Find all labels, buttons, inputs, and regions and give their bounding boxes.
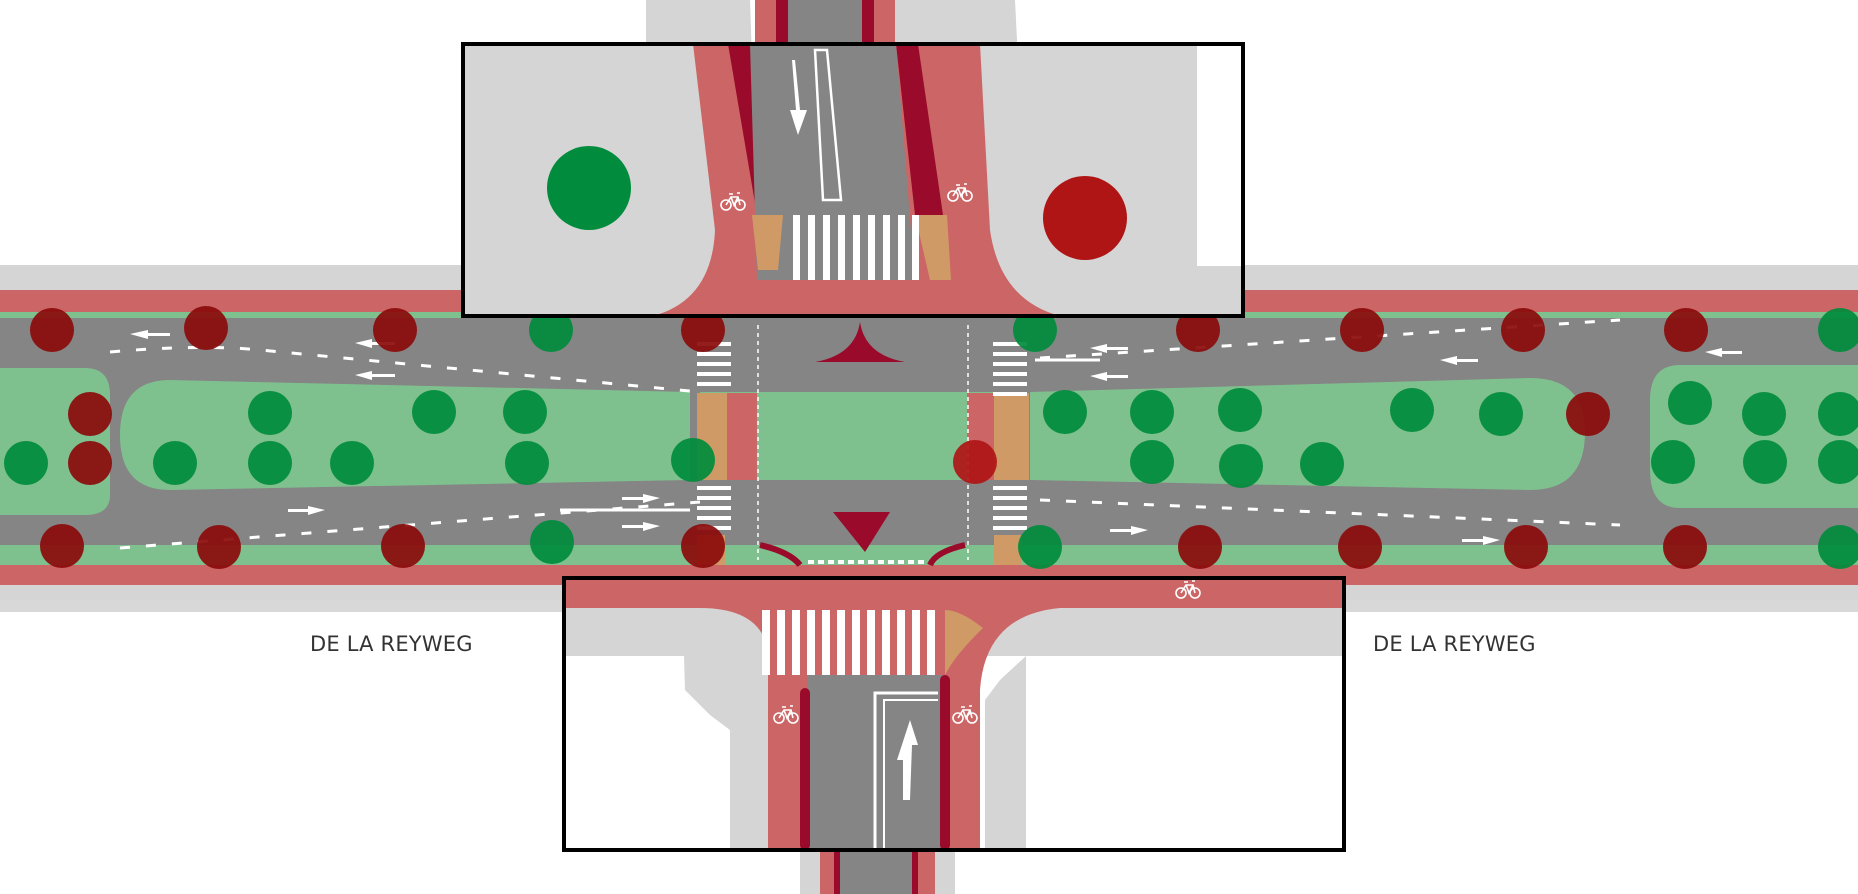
island-south xyxy=(833,512,890,552)
street-label-left: DE LA REYWEG xyxy=(310,632,473,656)
tree-icon xyxy=(1742,392,1786,436)
tree-icon xyxy=(1566,392,1610,436)
lane-markings xyxy=(109,318,1621,560)
tree-icon xyxy=(1743,440,1787,484)
tree-icon xyxy=(681,524,725,568)
tree-icon xyxy=(153,441,197,485)
tree-icon xyxy=(1340,308,1384,352)
tree-icon xyxy=(1651,440,1695,484)
tree-icon xyxy=(1818,525,1858,569)
zebra-ne xyxy=(993,342,1027,396)
tree-icon xyxy=(412,390,456,434)
tree-icon xyxy=(1043,390,1087,434)
tree-icon xyxy=(248,441,292,485)
tree-icon xyxy=(1664,308,1708,352)
tree-icon xyxy=(30,308,74,352)
tree-icon xyxy=(373,308,417,352)
tree-icon xyxy=(1218,388,1262,432)
crossing-red-left xyxy=(727,393,757,480)
tree-icon xyxy=(1663,525,1707,569)
inset-south xyxy=(562,576,1346,852)
bike-lane-south xyxy=(0,565,1858,585)
tree-icon xyxy=(1501,308,1545,352)
crossing-ochre-se xyxy=(994,535,1022,565)
tree-icon xyxy=(1130,440,1174,484)
tree-row xyxy=(4,306,1858,569)
tree-icon xyxy=(1176,308,1220,352)
tree-icon xyxy=(1504,525,1548,569)
median-left-main xyxy=(120,380,690,490)
tree-icon xyxy=(40,524,84,568)
tree-icon xyxy=(503,390,547,434)
tree-icon xyxy=(953,440,997,484)
tree-icon xyxy=(529,308,573,352)
tree-icon xyxy=(1818,308,1858,352)
tree-icon xyxy=(68,441,112,485)
street-label-right: DE LA REYWEG xyxy=(1373,632,1536,656)
zebra-se xyxy=(993,486,1027,530)
tree-icon xyxy=(1818,440,1858,484)
tree-icon xyxy=(4,441,48,485)
tree-icon xyxy=(530,520,574,564)
zebra-north-inset xyxy=(793,215,919,280)
tree-icon xyxy=(1390,388,1434,432)
tree-icon xyxy=(681,308,725,352)
inset-north xyxy=(461,42,1245,318)
tree-icon xyxy=(1338,525,1382,569)
island-se-curb xyxy=(927,542,966,567)
tree-icon xyxy=(1013,308,1057,352)
tree-icon xyxy=(184,306,228,350)
tree-icon xyxy=(1668,381,1712,425)
tree-icon xyxy=(1818,392,1858,436)
tree-icon xyxy=(1178,525,1222,569)
tree-icon xyxy=(330,441,374,485)
tree-icon xyxy=(197,525,241,569)
tree-icon xyxy=(671,438,715,482)
tree-icon xyxy=(248,391,292,435)
zebra-south-inset xyxy=(762,610,935,675)
tree-icon xyxy=(547,146,631,230)
tree-icon xyxy=(1130,390,1174,434)
tree-icon xyxy=(1219,444,1263,488)
tree-icon xyxy=(381,524,425,568)
road-south-stub xyxy=(840,848,914,894)
road-north-stub xyxy=(786,0,864,44)
arrow-icon xyxy=(130,330,1742,545)
inset-north-frame xyxy=(461,42,1245,318)
tree-icon xyxy=(1479,392,1523,436)
tree-icon xyxy=(1018,525,1062,569)
tree-icon xyxy=(505,441,549,485)
island-sw-curb xyxy=(759,542,803,567)
crossing-ochre-right xyxy=(994,393,1029,480)
verge-south xyxy=(0,545,1858,565)
tree-icon xyxy=(68,392,112,436)
inset-south-frame xyxy=(562,576,1346,852)
tree-icon xyxy=(1043,176,1127,260)
island-north xyxy=(815,322,905,362)
tree-icon xyxy=(1300,442,1344,486)
